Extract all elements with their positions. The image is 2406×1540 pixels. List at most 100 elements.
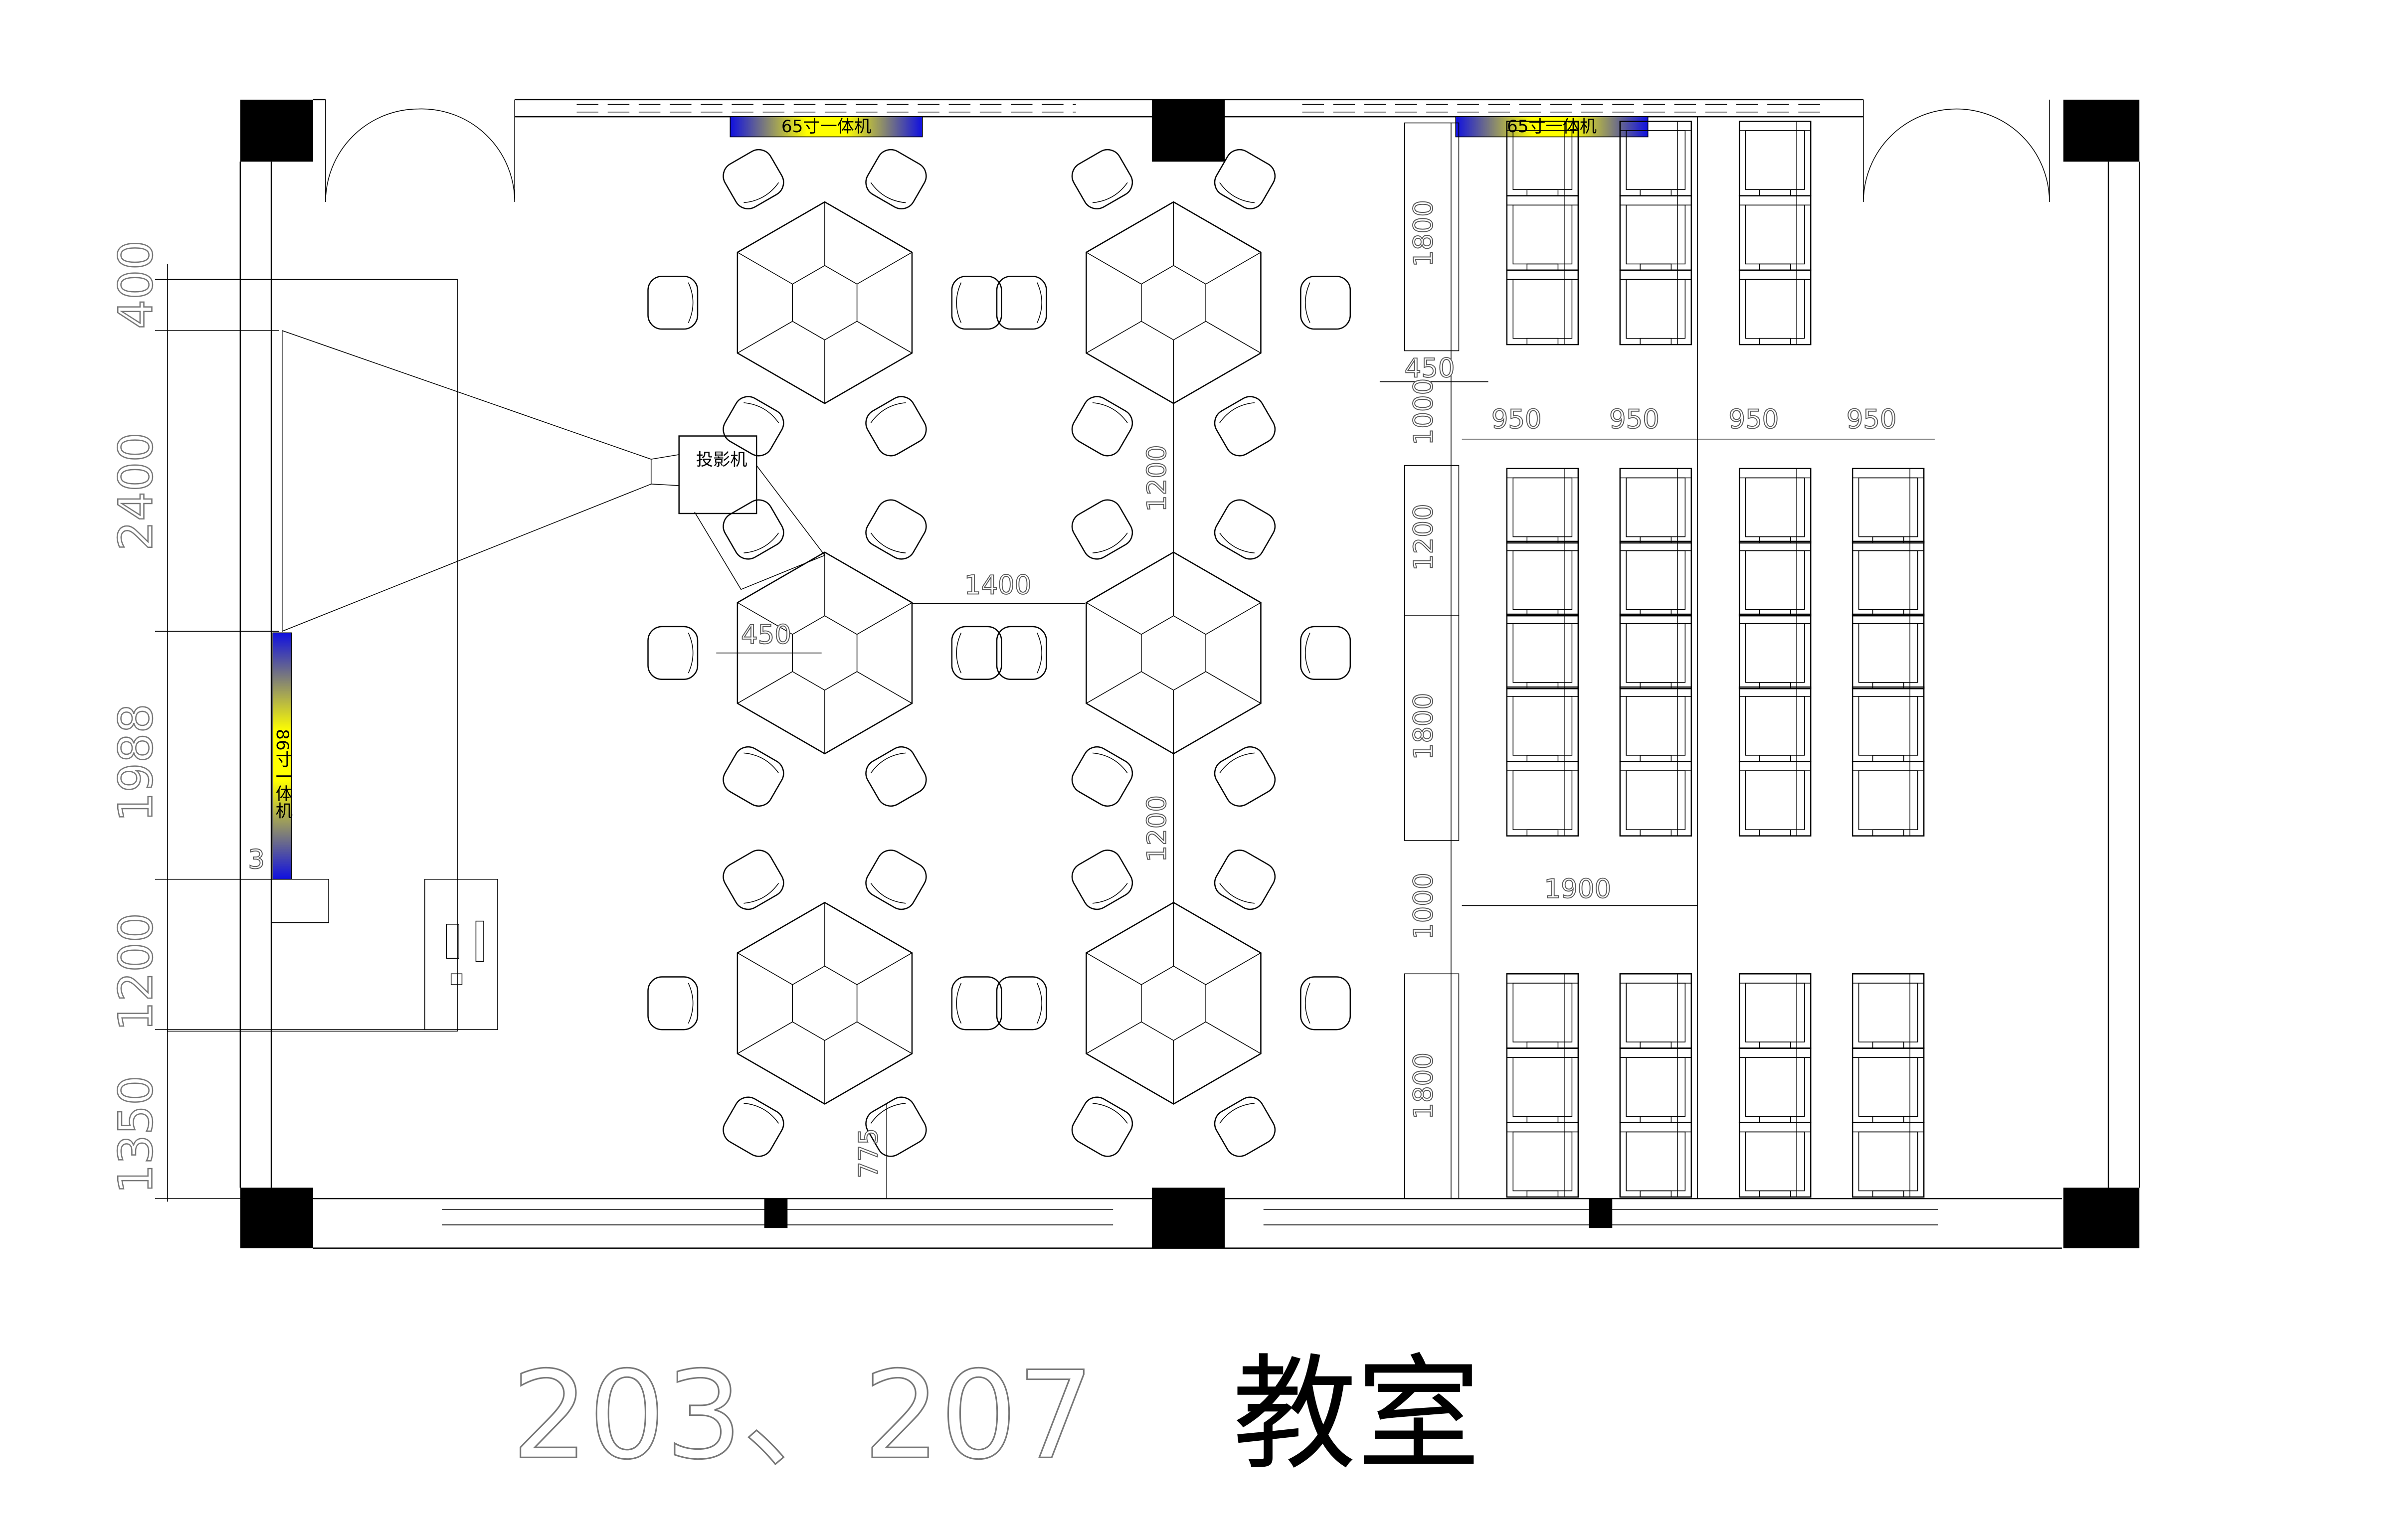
student-desk: [1619, 686, 1692, 762]
student-desk: [1851, 973, 1925, 1049]
dim-1988: 1988: [109, 703, 163, 822]
chair: [1071, 746, 1133, 807]
screen-label: 65寸一体机: [1507, 117, 1597, 137]
student-desk: [1619, 269, 1692, 345]
student-desk: [1619, 1122, 1692, 1198]
pillar: [2063, 99, 2140, 162]
student-desk: [1738, 1047, 1812, 1124]
student-desk: [1619, 613, 1692, 689]
hex-table: [996, 149, 1351, 457]
dim-1800-a: 1800: [1409, 200, 1439, 267]
chair: [865, 1096, 927, 1157]
student-desk: [1506, 269, 1579, 345]
dim-950: 950: [1609, 404, 1660, 435]
dim-1200-a: 1200: [1142, 445, 1172, 512]
hex-table: [647, 850, 1002, 1157]
center-dimensions: 1400 1200 1200 450 775: [716, 403, 1174, 1199]
student-desk: [1506, 973, 1579, 1049]
student-desk: [1851, 540, 1925, 617]
chair: [865, 746, 927, 807]
student-desk: [1851, 1047, 1925, 1124]
chair: [996, 976, 1047, 1030]
student-desk: [1619, 1047, 1692, 1124]
chair: [865, 499, 927, 560]
student-desk: [1851, 468, 1925, 544]
student-desk: [1851, 613, 1925, 689]
student-desk: [1738, 686, 1812, 762]
left-dimension-chain: 400 2400 1988 1200 1350: [108, 240, 450, 1202]
chair: [1071, 850, 1133, 910]
student-desk: [1738, 761, 1812, 837]
dim-1400: 1400: [964, 570, 1031, 601]
screen-65-a: 65寸一体机: [730, 116, 923, 138]
screen-label: 86寸一体机: [272, 729, 293, 819]
dim-400: 400: [109, 240, 163, 329]
pillar: [1151, 1188, 1225, 1248]
student-desk: [1506, 195, 1579, 271]
room-title: 教室: [1233, 1342, 1481, 1487]
dim-1800-b: 1800: [1409, 693, 1439, 760]
dim-950: 950: [1847, 404, 1897, 435]
student-desk: [1851, 1122, 1925, 1198]
dim-450-r: 450: [1405, 353, 1455, 383]
hex-table: [647, 149, 1002, 457]
student-desk: [1506, 1047, 1579, 1124]
student-desk: [1619, 468, 1692, 544]
chair: [865, 149, 927, 209]
projector-label: 投影机: [696, 450, 747, 470]
dim-775: 775: [854, 1128, 884, 1179]
dim-950: 950: [1491, 404, 1542, 435]
student-desk: [1619, 761, 1692, 837]
pillar: [2063, 1188, 2140, 1248]
dim-1200-b: 1200: [1142, 795, 1172, 862]
student-desk: [1506, 613, 1579, 689]
chair: [723, 149, 784, 209]
dim-1200-r: 1200: [1409, 504, 1439, 571]
chair: [723, 1096, 784, 1157]
screen-65-b: 65寸一体机: [1455, 116, 1649, 138]
chair: [1071, 396, 1133, 457]
pillar: [1589, 1198, 1613, 1228]
mark-label: 3: [248, 845, 265, 875]
chair: [865, 396, 927, 457]
dim-1200: 1200: [109, 913, 163, 1031]
desk-rows: [1506, 121, 1925, 1198]
dim-450: 450: [741, 620, 791, 650]
chair: [865, 850, 927, 910]
student-desk: [1738, 269, 1812, 345]
chair: [951, 276, 1002, 330]
hex-table: [996, 850, 1351, 1157]
dim-2400: 2400: [109, 432, 163, 550]
chair: [647, 276, 699, 330]
dim-1000-a: 1000: [1409, 378, 1439, 445]
student-desk: [1506, 686, 1579, 762]
screen-label: 65寸一体机: [781, 117, 871, 137]
room-number: 203、207: [512, 1346, 1094, 1486]
screen-86: 86寸一体机 3: [247, 632, 293, 880]
pillar: [240, 99, 313, 162]
chair: [951, 626, 1002, 680]
student-desk: [1506, 761, 1579, 837]
student-desk: [1506, 121, 1579, 196]
chair: [1214, 396, 1276, 457]
chair: [1214, 499, 1276, 560]
chair: [647, 976, 699, 1030]
group-tables: [647, 149, 1351, 1157]
chair: [1071, 149, 1133, 209]
pillar: [240, 1188, 313, 1248]
chair: [723, 396, 784, 457]
chair: [1214, 149, 1276, 209]
chair: [1214, 1096, 1276, 1157]
chair: [996, 626, 1047, 680]
student-desk: [1738, 540, 1812, 617]
chair: [723, 499, 784, 560]
chair: [1300, 276, 1351, 330]
chair: [1071, 499, 1133, 560]
dim-950: 950: [1728, 404, 1779, 435]
student-desk: [1619, 540, 1692, 617]
pillars: [240, 99, 2140, 1248]
student-desk: [1738, 121, 1812, 196]
student-desk: [1506, 540, 1579, 617]
pillar: [1151, 99, 1225, 162]
